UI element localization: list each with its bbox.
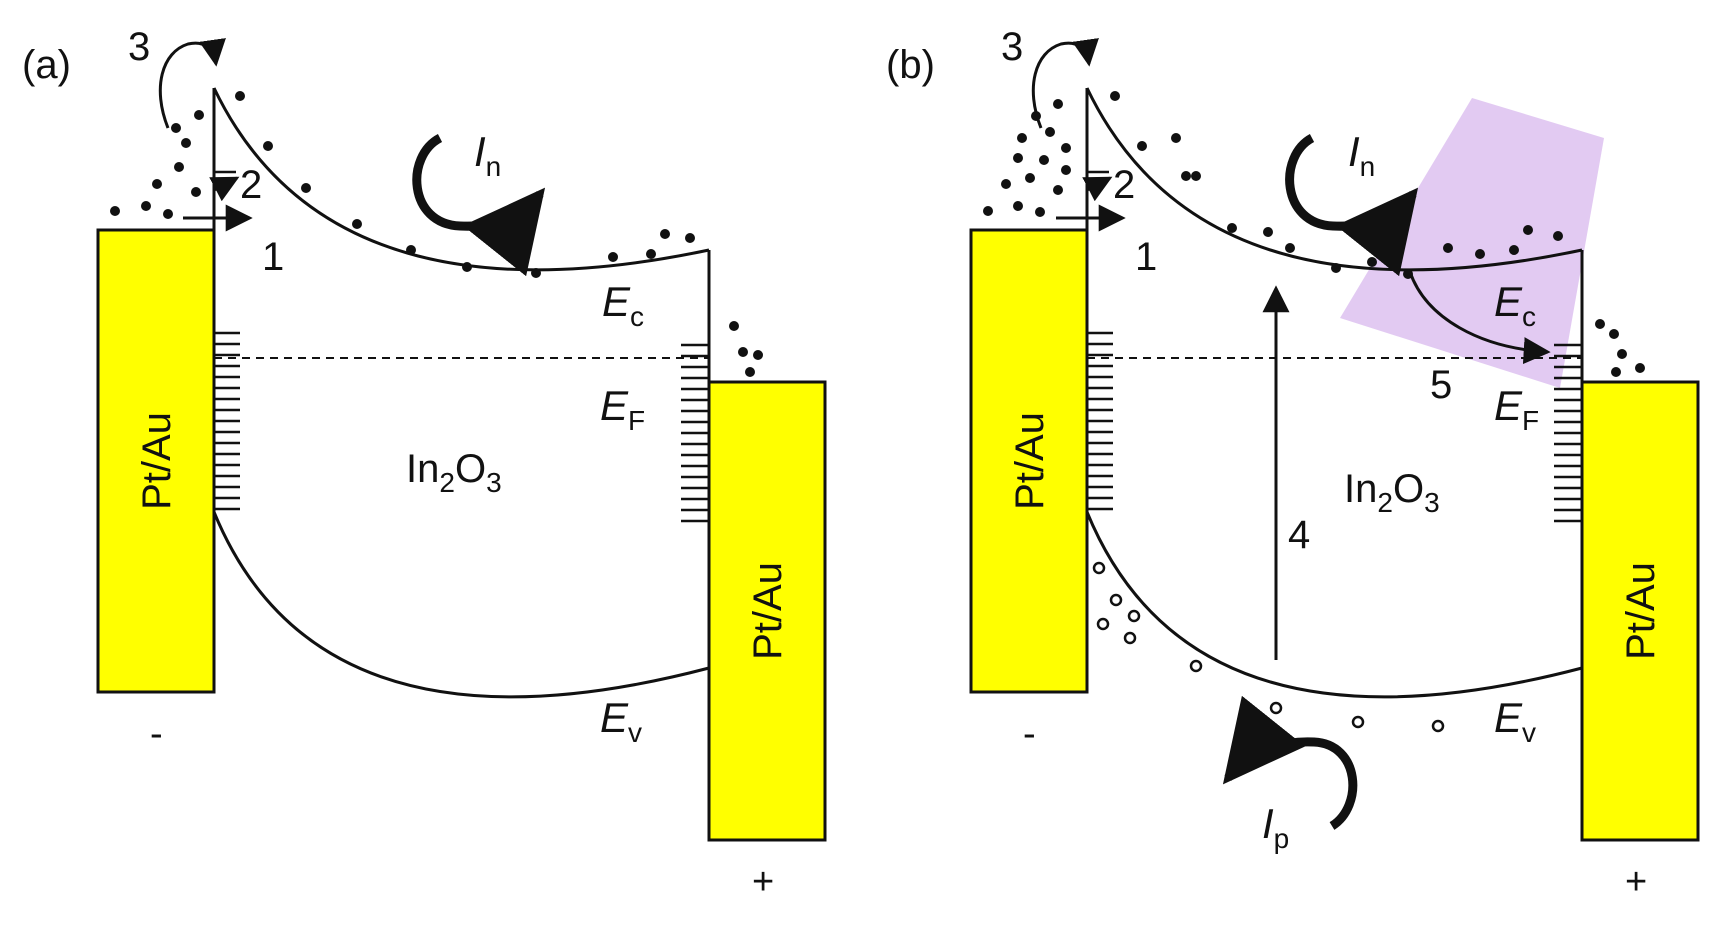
panel-b-process-3-arrow <box>1031 38 1099 129</box>
panel-a-process-1-label: 1 <box>262 235 284 279</box>
panel-b-semiconductor-label: In2O3 <box>1344 467 1440 518</box>
panel-b-process-2-label: 2 <box>1113 163 1135 207</box>
panel-b-right-electrode-label: Pt/Au <box>1619 562 1663 660</box>
panel-a-left-interface-states <box>214 331 240 511</box>
panel-b-process-1-label: 1 <box>1135 235 1157 279</box>
panel-a-right-electrode <box>707 380 827 842</box>
panel-b-right-interface-states <box>1554 343 1582 523</box>
panel-a-process-3-label: 3 <box>128 25 150 69</box>
panel-a-positive-terminal: + <box>752 861 774 903</box>
panel-b-process-3-label: 3 <box>1001 25 1023 69</box>
panel-b-valence-band <box>1085 511 1583 699</box>
panel-a-ev-label: Ev <box>600 694 642 748</box>
panel-a-right-electrode-label: Pt/Au <box>746 562 790 660</box>
panel-a-process-2-arrow <box>209 176 240 202</box>
panel-a-right-interface-states <box>681 343 709 523</box>
panel-a-ef-label: EF <box>600 382 645 436</box>
panel-a-electron-current-arrow <box>412 134 546 277</box>
panel-b-process-2-arrow <box>1082 176 1113 202</box>
panel-b-left-electrode <box>969 228 1089 694</box>
panel-b-ev-label: Ev <box>1494 694 1536 748</box>
panel-b-illumination-beam <box>1340 98 1604 388</box>
panel-a-conduction-band <box>212 87 710 272</box>
panel-b-process-4-label: 4 <box>1288 513 1310 557</box>
panel-b-left-electrode-label: Pt/Au <box>1008 412 1052 510</box>
panel-a-semiconductor-label: In2O3 <box>406 447 502 498</box>
panel-b-right-electrode <box>1580 380 1700 842</box>
panel-a-ec-label: Ec <box>602 278 644 332</box>
panel-b-conduction-band <box>1085 87 1583 272</box>
panel-a-electron-current-label: In <box>474 128 501 182</box>
panel-b-process-5-arrow <box>1408 271 1551 365</box>
panel-b-holes <box>1092 561 1445 733</box>
panel-a-process-3-arrow <box>158 38 226 129</box>
panel-a-process-2-label: 2 <box>240 163 262 207</box>
panel-a-negative-terminal: - <box>150 713 163 755</box>
panel-a-label: (a) <box>22 43 71 87</box>
panel-a: (a) Pt/Au Pt/Au <box>22 25 827 903</box>
panel-b-negative-terminal: - <box>1023 713 1036 755</box>
panel-b-hole-current-arrow <box>1222 695 1358 830</box>
panel-b-label: (b) <box>886 43 935 87</box>
panel-a-left-electrode <box>96 228 216 694</box>
panel-b-ec-label: Ec <box>1494 278 1536 332</box>
panel-b-electrons <box>983 91 1645 377</box>
panel-b-hole-current-label: Ip <box>1262 800 1289 854</box>
panel-b-electron-current-label: In <box>1348 128 1375 182</box>
panel-b-electron-current-arrow <box>1285 134 1419 277</box>
panel-b-positive-terminal: + <box>1625 861 1647 903</box>
panel-b-process-5-label: 5 <box>1430 363 1452 407</box>
panel-b: (b) Pt/Au Pt/Au <box>886 25 1700 903</box>
panel-b-left-interface-states <box>1087 331 1113 511</box>
panel-a-valence-band <box>212 511 710 699</box>
panel-a-left-electrode-label: Pt/Au <box>135 412 179 510</box>
panel-b-ef-label: EF <box>1494 382 1539 436</box>
